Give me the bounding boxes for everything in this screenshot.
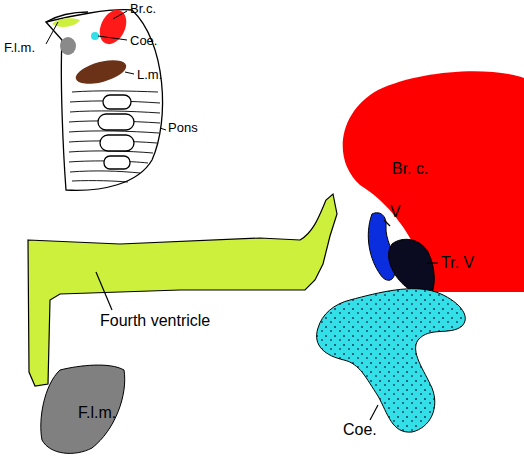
part-label: F.l.m.	[4, 41, 35, 55]
part-label: Fourth ventricle	[100, 312, 210, 330]
inset-section	[46, 6, 166, 191]
trigeminal-tract	[389, 239, 435, 296]
fourth-ventricle	[28, 194, 337, 386]
part-label: V	[390, 203, 401, 221]
leader-lines	[96, 220, 438, 420]
locus-coeruleus	[317, 289, 466, 432]
part-label: Br.c.	[130, 2, 156, 16]
part-label: L.m.	[137, 68, 162, 82]
part-label: Coe.	[343, 421, 377, 439]
part-label: F.l.m.	[78, 404, 116, 422]
part-label: Pons	[168, 121, 198, 135]
part-label: Coe.	[130, 34, 157, 48]
brachium-conjunctivum	[343, 71, 524, 292]
part-label: Br. c.	[392, 160, 428, 178]
flm-tract	[41, 365, 125, 453]
part-label: Tr. V	[441, 254, 474, 272]
